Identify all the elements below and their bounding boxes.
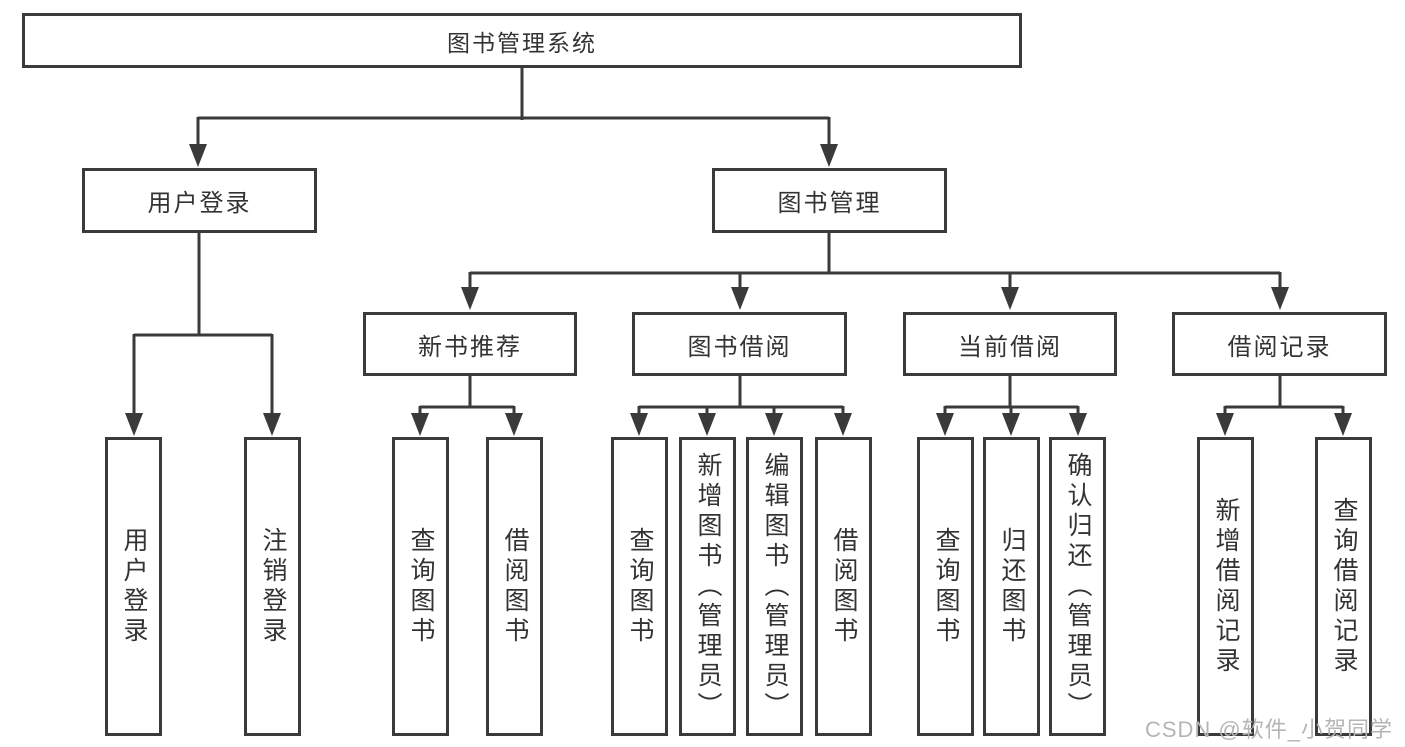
node-borrow-records: 借阅记录	[1172, 312, 1387, 376]
leaf-add-books-admin: 新增图书（管理员）	[679, 437, 736, 736]
leaf-confirm-return-admin: 确认归还（管理员）	[1049, 437, 1106, 736]
leaf-add-borrow-record: 新增借阅记录	[1197, 437, 1254, 736]
leaf-return-books: 归还图书	[983, 437, 1040, 736]
leaf-edit-books-admin: 编辑图书（管理员）	[746, 437, 803, 736]
node-root: 图书管理系统	[22, 13, 1022, 68]
leaf-query-books-recommend: 查询图书	[392, 437, 449, 736]
leaf-query-books-borrow: 查询图书	[611, 437, 668, 736]
leaf-logout-login: 注销登录	[244, 437, 301, 736]
leaf-user-login: 用户登录	[105, 437, 162, 736]
node-current-borrowing: 当前借阅	[903, 312, 1117, 376]
leaf-query-borrow-record: 查询借阅记录	[1315, 437, 1372, 736]
leaf-borrow-books-recommend: 借阅图书	[486, 437, 543, 736]
node-user-login: 用户登录	[82, 168, 317, 233]
leaf-query-books-current: 查询图书	[917, 437, 974, 736]
node-book-management: 图书管理	[712, 168, 947, 233]
csdn-watermark: CSDN @软件_小贺同学	[1144, 717, 1393, 742]
node-new-book-recommend: 新书推荐	[363, 312, 577, 376]
leaf-borrow-books: 借阅图书	[815, 437, 872, 736]
node-book-borrowing: 图书借阅	[632, 312, 847, 376]
